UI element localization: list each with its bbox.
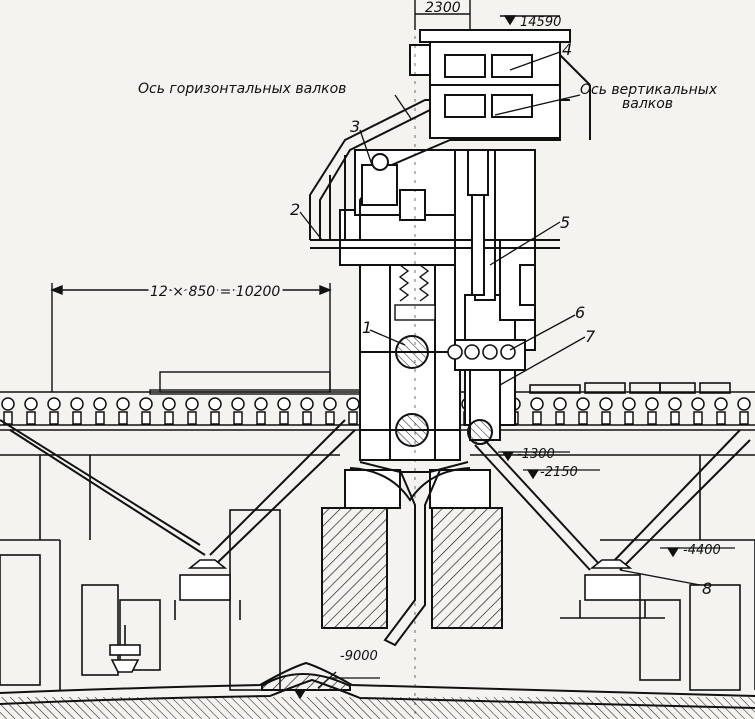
roller bbox=[93, 397, 107, 411]
roller bbox=[139, 397, 153, 411]
roller bbox=[553, 397, 567, 411]
roller-bearing bbox=[624, 411, 634, 425]
roller bbox=[668, 397, 682, 411]
roller-bearing bbox=[95, 411, 105, 425]
roller-bearing bbox=[187, 411, 197, 425]
roller-bearing bbox=[325, 411, 335, 425]
axis-vertical-label-1: Ось вертикальных bbox=[580, 82, 718, 98]
roller bbox=[622, 397, 636, 411]
roller-bearing bbox=[164, 411, 174, 425]
axis-vertical-label-2: валков bbox=[622, 96, 673, 112]
roller bbox=[254, 397, 268, 411]
roller bbox=[162, 397, 176, 411]
roller bbox=[323, 397, 337, 411]
axis-horizontal-label: Ось горизонтальных валков bbox=[138, 81, 346, 97]
callout-leaders bbox=[299, 51, 701, 586]
elevation-marker-top bbox=[500, 15, 560, 26]
roller bbox=[737, 397, 751, 411]
span-label: 12 × 850 = 10200 bbox=[150, 284, 280, 300]
roller-bearing bbox=[739, 411, 749, 425]
roller bbox=[714, 397, 728, 411]
roller bbox=[576, 397, 590, 411]
roller bbox=[691, 397, 705, 411]
roller bbox=[1, 397, 15, 411]
callout-2: 2 bbox=[290, 200, 300, 219]
roller-bearing bbox=[233, 411, 243, 425]
elev-top-label: 14590 bbox=[520, 15, 561, 30]
roller-bearing bbox=[716, 411, 726, 425]
roller-bearing bbox=[279, 411, 289, 425]
roller-bearing bbox=[210, 411, 220, 425]
vertical-screw bbox=[467, 149, 536, 306]
roller bbox=[599, 397, 613, 411]
foundation-ground bbox=[0, 661, 755, 719]
roller bbox=[47, 397, 61, 411]
vertical-roll bbox=[467, 369, 501, 445]
roller bbox=[208, 397, 222, 411]
lower-guide-right bbox=[560, 559, 665, 619]
callout-1: 1 bbox=[362, 318, 372, 337]
dim-top-label: 2300 bbox=[425, 0, 461, 16]
roller bbox=[300, 397, 314, 411]
roller bbox=[116, 397, 130, 411]
roller bbox=[277, 397, 291, 411]
roller-bearing bbox=[647, 411, 657, 425]
roller bbox=[645, 397, 659, 411]
span-dimension bbox=[50, 283, 332, 392]
elev-1300: -1300 bbox=[517, 447, 555, 462]
elevation-markers bbox=[293, 451, 735, 700]
roller-bearing bbox=[670, 411, 680, 425]
roller bbox=[185, 397, 199, 411]
callout-5: 5 bbox=[560, 213, 570, 232]
roller-bearing bbox=[532, 411, 542, 425]
inclined-struts bbox=[0, 419, 751, 571]
roller-bearing bbox=[118, 411, 128, 425]
elev-4400: -4400 bbox=[683, 543, 721, 558]
spindle-nuts bbox=[447, 344, 516, 360]
roller bbox=[346, 397, 360, 411]
roller-bearing bbox=[555, 411, 565, 425]
roller-bearing bbox=[578, 411, 588, 425]
elev-9000: -9000 bbox=[340, 649, 378, 664]
callout-8: 8 bbox=[702, 579, 712, 598]
roller-bearing bbox=[26, 411, 36, 425]
central-foundation-blocks bbox=[321, 461, 503, 647]
roller-bearing bbox=[348, 411, 358, 425]
roller bbox=[231, 397, 245, 411]
callout-3: 3 bbox=[350, 117, 360, 136]
roller-bearing bbox=[693, 411, 703, 425]
operator-cab bbox=[409, 29, 591, 140]
axis-leaders bbox=[394, 0, 581, 719]
roller bbox=[70, 397, 84, 411]
roller bbox=[530, 397, 544, 411]
callout-7: 7 bbox=[585, 327, 596, 346]
motor-3 bbox=[361, 153, 426, 221]
roller-bearing bbox=[49, 411, 59, 425]
lower-guide-left bbox=[109, 559, 241, 673]
screwdown-springs bbox=[394, 264, 436, 321]
roller-bearing bbox=[72, 411, 82, 425]
dimension-top bbox=[414, 0, 471, 30]
roller-bearing bbox=[141, 411, 151, 425]
roller-housings bbox=[149, 371, 381, 395]
roller bbox=[24, 397, 38, 411]
pit-outline bbox=[0, 454, 755, 691]
elev-2150: -2150 bbox=[540, 465, 578, 480]
roller-bearing bbox=[256, 411, 266, 425]
roller-bearing bbox=[302, 411, 312, 425]
callout-4: 4 bbox=[562, 40, 572, 59]
callout-6: 6 bbox=[575, 303, 585, 322]
roller-bearing bbox=[601, 411, 611, 425]
